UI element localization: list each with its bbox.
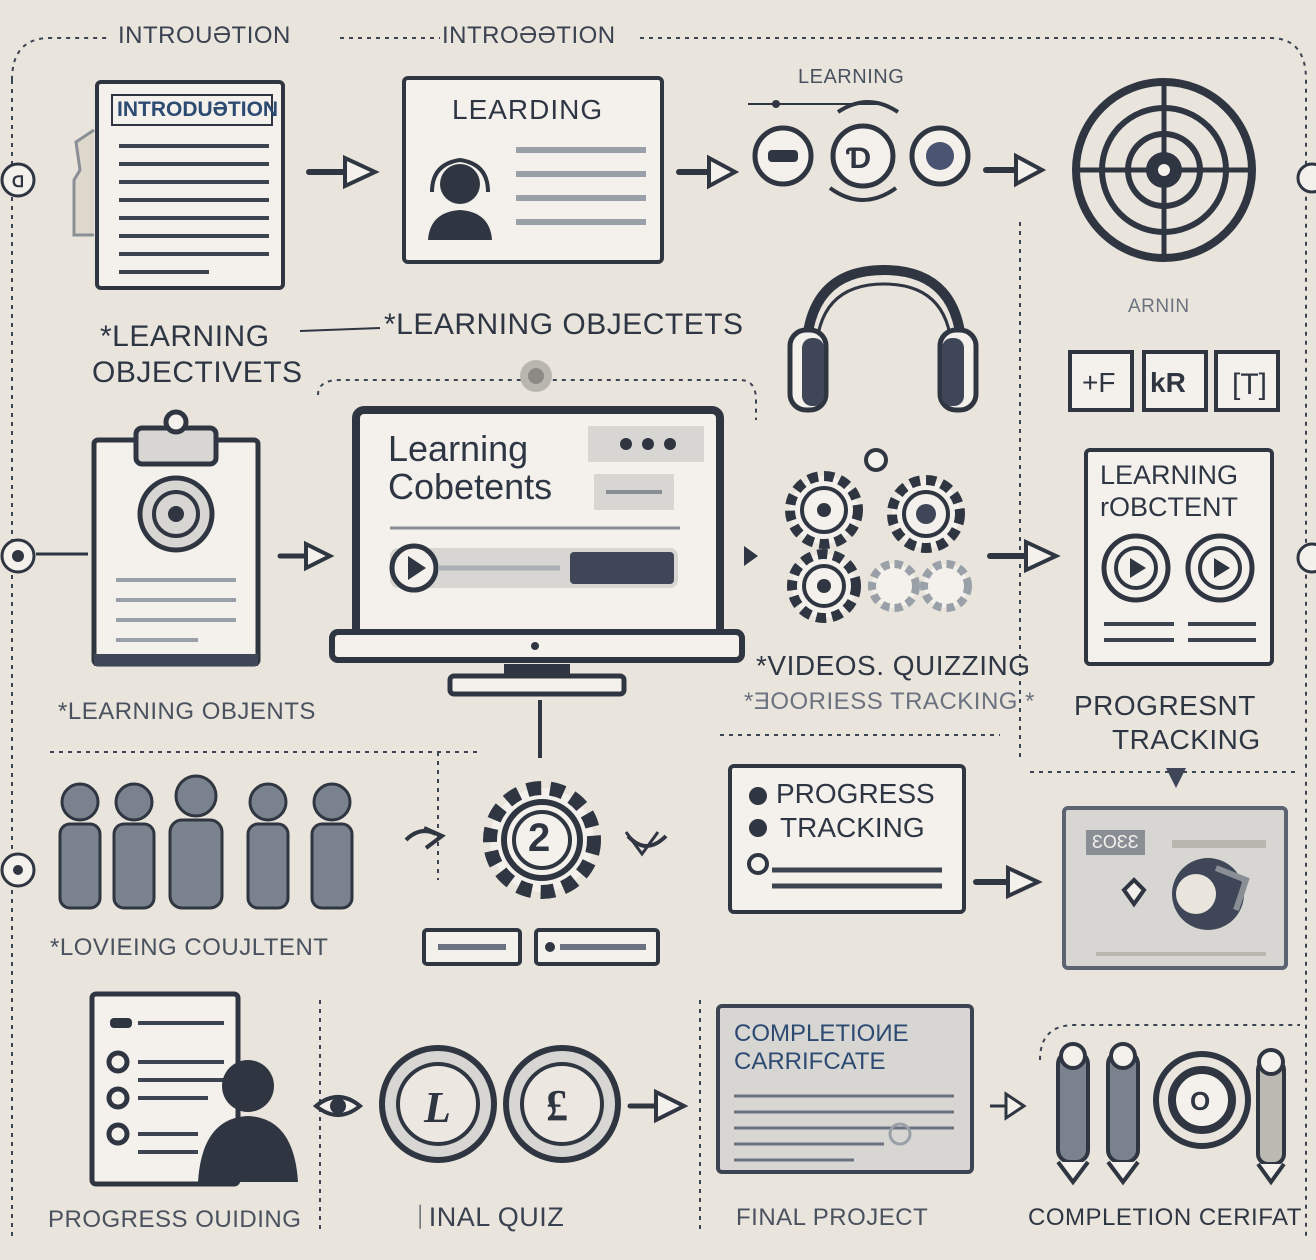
gear-number: 2 (528, 816, 551, 860)
edge-icon-2 (0, 538, 36, 574)
top-label-introduction-1: INTROUƏTION (118, 22, 291, 49)
svg-text:Ɗ: Ɗ (846, 142, 871, 175)
edge-icon-3 (0, 852, 36, 888)
laptop-title-line1: Learning (388, 428, 529, 469)
progress-tracking-title-1: PROGRESS (776, 778, 935, 809)
badge-photo-icon (1096, 840, 1266, 956)
certificate-photo-card: ƐOƐƐ (1062, 806, 1288, 970)
badge-o-label: O (1190, 1086, 1211, 1116)
coin-icon (379, 1045, 621, 1163)
label-videos-quizzing: *VIDEOS. QUIZZING (756, 650, 1031, 681)
label-completion-cert: COMPLETION CERIFAT (1028, 1204, 1302, 1231)
target-icon (1072, 78, 1256, 262)
certificate-chip: ƐOƐƐ (1086, 830, 1145, 855)
text-lines-icon (516, 147, 646, 225)
pencil-icon (1056, 1042, 1286, 1186)
label-progress-tracking-sub: *ƎOORIESS TRACKING * (744, 688, 1035, 715)
label-learning-objents: *LEARNING OBJENTS (58, 698, 316, 725)
arrow-icon (312, 1095, 364, 1117)
learning-icon-cluster: Ɗ (748, 100, 971, 202)
edge-icon-4 (1296, 162, 1316, 194)
text-lines-icon (119, 144, 269, 274)
svg-text:kR: kR (1150, 367, 1186, 398)
shirt-icon (72, 128, 95, 237)
small-tiles-icon: +F kR [T] (1068, 350, 1280, 412)
completion-title-2: CARRIFCATE (734, 1048, 886, 1075)
arrow-icon (627, 1088, 689, 1124)
arrow-icon (973, 864, 1043, 900)
people-icon (58, 774, 354, 910)
progress-guide-doc-icon (89, 991, 298, 1187)
top-label-learning: LEARNING (798, 66, 905, 88)
clipboard-icon (91, 409, 261, 667)
gear-icon (404, 781, 668, 899)
coin-1-label: L (424, 1083, 451, 1132)
bullet-icon (747, 787, 769, 875)
progress-tracking-title-2: TRACKING (780, 812, 925, 843)
learding-card-title: LEARDING (452, 94, 604, 125)
play-icon (1101, 533, 1256, 642)
edge-icon-5 (1296, 542, 1316, 574)
arrow-icon (277, 540, 335, 572)
label-progress-ouiding: PROGRESS OUIDING (48, 1206, 302, 1233)
label-learning-objectivets-2: OBJECTIVETS (92, 356, 303, 389)
label-final-project: FINAL PROJECT (736, 1204, 929, 1231)
small-dot-icon (520, 360, 552, 392)
progress-bar (772, 867, 942, 889)
arrow-icon (987, 538, 1061, 574)
learning-content-card: LEARNING rOBCTENT (1084, 448, 1274, 666)
label-arnin: ARNIN (1128, 296, 1190, 317)
connector-line (36, 552, 88, 556)
drop-marker-icon (1166, 768, 1186, 788)
coin-2-label: £ (546, 1081, 568, 1130)
label-progresnt-1: PROGRESNT (1074, 690, 1256, 721)
person-icon (428, 157, 492, 240)
label-learning-objectets: *LEARNING OBJECTETS (384, 308, 744, 341)
label-final-quiz: ᛁINAL QUIZ (412, 1202, 565, 1232)
arrow-icon (676, 154, 740, 190)
learning-content-title-2: rOBCTENT (1100, 492, 1238, 522)
completion-certificate-card: COMPLETIOИE CARRIFCATE (716, 1004, 974, 1174)
gear-cluster-icon (744, 448, 972, 623)
learning-content-title-1: LEARNING (1100, 460, 1239, 490)
svg-text:+F: +F (1082, 367, 1115, 398)
svg-text:[T]: [T] (1232, 368, 1267, 401)
label-progresnt-2: TRACKING (1112, 724, 1261, 755)
label-learning-objectivets-1: *LEARNING (100, 320, 270, 353)
arrow-icon (983, 152, 1047, 188)
connector-line (299, 327, 381, 332)
arrow-icon (990, 1091, 1027, 1121)
edge-icon-1: ᗡ (0, 162, 36, 198)
svg-text:ᗡ: ᗡ (12, 174, 24, 191)
text-lines-icon (734, 1094, 954, 1162)
connector-line (538, 700, 542, 758)
label-lovieing-content: *LOVIEING COUJLTENT (50, 934, 329, 961)
intro-document-panel: INTRODUƏTION (95, 80, 285, 290)
mini-tabs-icon (422, 928, 660, 966)
arrow-icon (306, 154, 380, 190)
headphones-icon (787, 264, 979, 413)
laptop-icon (329, 406, 745, 697)
progress-tracking-card: PROGRESS TRACKING (728, 764, 966, 914)
intro-document-title: INTRODUƏTION (111, 94, 278, 126)
top-label-introduction-2: INTROƏƏTION (442, 22, 616, 49)
learding-card: LEARDING (402, 76, 664, 264)
completion-title-1: COMPLETIOИE (734, 1020, 909, 1047)
laptop-title-line2: Cobetents (388, 466, 553, 507)
